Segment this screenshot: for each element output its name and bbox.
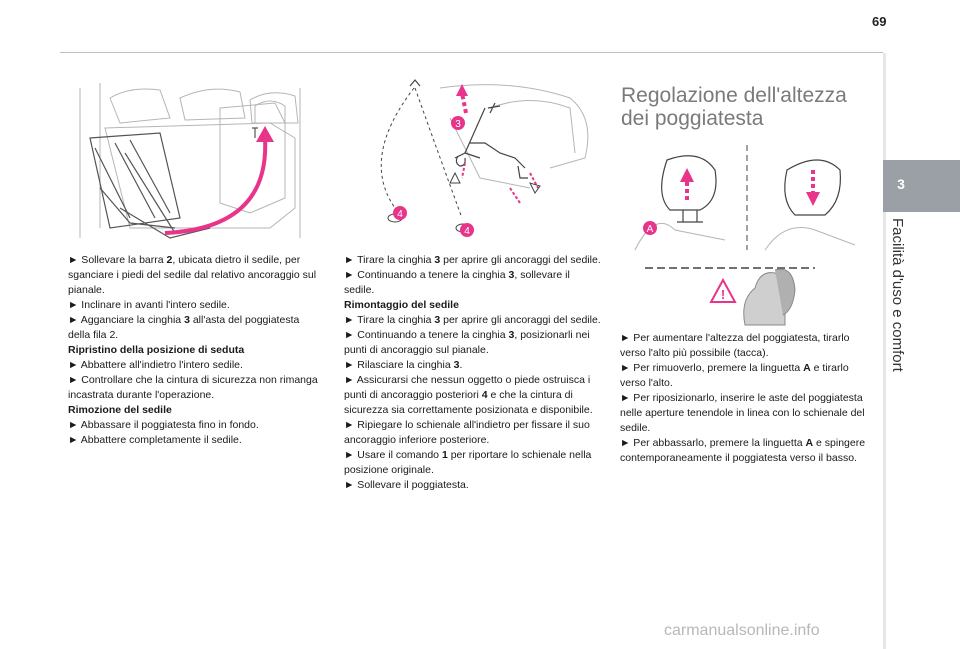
instruction: ► Continuando a tenere la cinghia 3, pos… <box>344 329 590 356</box>
figure-seat-fold <box>70 78 310 248</box>
label-3: 3 <box>455 119 461 130</box>
instruction: ► Tirare la cinghia 3 per aprire gli anc… <box>344 254 601 266</box>
chapter-number: 3 <box>897 176 905 192</box>
figure-headrest: A ! <box>615 140 865 330</box>
instruction: ► Abbassare il poggiatesta fino in fondo… <box>68 419 259 431</box>
headrest-illustration: A ! <box>634 145 856 326</box>
label-4a: 4 <box>397 209 403 220</box>
instruction: ► Agganciare la cinghia 3 all'asta del p… <box>68 314 300 341</box>
arrow-icon <box>164 137 268 235</box>
sidebar-strip <box>883 53 886 649</box>
chapter-title-vertical: Facilità d'uso e comfort <box>878 218 918 393</box>
instruction: ► Tirare la cinghia 3 per aprire gli anc… <box>344 314 601 326</box>
watermark[interactable]: carmanualsonline.info <box>664 622 820 639</box>
instruction: ► Per riposizionarlo, inserire le aste d… <box>620 392 865 434</box>
header-divider <box>60 52 883 53</box>
subheading: Ripristino della posizione di seduta <box>68 344 245 356</box>
subheading: Rimozione del sedile <box>68 404 172 416</box>
seat-fold-illustration <box>79 83 301 239</box>
svg-text:!: ! <box>721 287 725 302</box>
label-4b: 4 <box>464 226 470 237</box>
instruction: ► Per abbassarlo, premere la linguetta A… <box>620 437 866 464</box>
subheading: Rimontaggio del sedile <box>344 299 459 311</box>
figure-seat-anchors: 3 4 4 <box>370 78 605 248</box>
instruction: ► Abbattere completamente il sedile. <box>68 434 242 446</box>
instruction: ► Abbattere all'indietro l'intero sedile… <box>68 359 243 371</box>
instruction: ► Continuando a tenere la cinghia 3, sol… <box>344 269 570 296</box>
column-3: ► Per aumentare l'altezza del poggiatest… <box>620 331 875 466</box>
section-title: Regolazione dell'altezza dei poggiatesta <box>621 84 847 130</box>
instruction: ► Usare il comando 1 per riportare lo sc… <box>344 449 592 476</box>
seat-anchor-illustration: 3 4 4 <box>380 79 589 237</box>
instruction: ► Sollevare la barra 2, ubicata dietro i… <box>68 254 317 296</box>
instruction: ► Per aumentare l'altezza del poggiatest… <box>620 332 850 359</box>
chapter-title: Facilità d'uso e comfort <box>889 218 906 372</box>
instruction: ► Controllare che la cintura di sicurezz… <box>68 374 318 401</box>
instruction: ► Sollevare il poggiatesta. <box>344 479 469 491</box>
instruction: ► Inclinare in avanti l'intero sedile. <box>68 299 230 311</box>
column-2: ► Tirare la cinghia 3 per aprire gli anc… <box>344 253 602 493</box>
column-1: ► Sollevare la barra 2, ubicata dietro i… <box>68 253 318 448</box>
instruction: ► Per rimuoverlo, premere la linguetta A… <box>620 362 849 389</box>
page-number: 69 <box>872 14 887 29</box>
instruction: ► Rilasciare la cinghia 3. <box>344 359 463 371</box>
label-A: A <box>647 224 654 235</box>
instruction: ► Assicurarsi che nessun oggetto o piede… <box>344 374 593 416</box>
instruction: ► Ripiegare lo schienale all'indietro pe… <box>344 419 590 446</box>
chapter-tab[interactable]: 3 <box>883 160 960 212</box>
warning-icon <box>709 277 737 303</box>
